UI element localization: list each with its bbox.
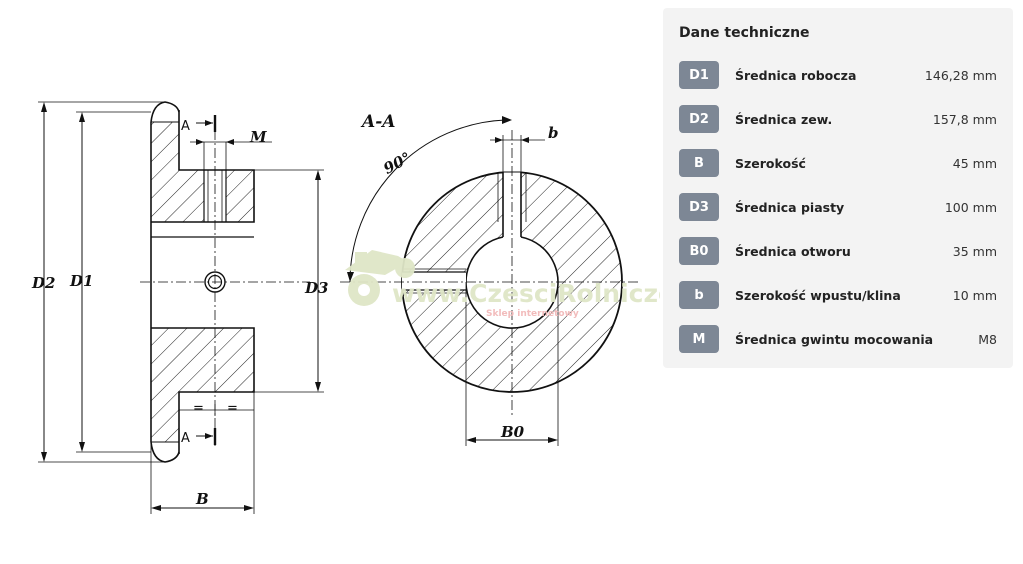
spec-row-b: B Szerokość 45 mm	[679, 141, 997, 185]
section-title: A-A	[360, 112, 395, 132]
label-d2: D2	[31, 274, 55, 292]
spec-name: Szerokość wpustu/klina	[735, 287, 901, 303]
watermark-text: www.CzesciRolnicze.pl	[392, 279, 660, 308]
spec-name: Średnica gwintu mocowania	[735, 331, 934, 347]
section-view: A-A 90° b B0	[340, 112, 640, 446]
spec-row-m: M Średnica gwintu mocowania M8	[679, 317, 997, 361]
side-view: D2 D1 D3 B M A A = =	[31, 101, 328, 514]
watermark-subtext: Sklep internetowy	[486, 309, 579, 319]
panel-title: Dane techniczne	[679, 25, 810, 41]
spec-value: 45 mm	[952, 155, 997, 171]
spec-row-d3: D3 Średnica piasty 100 mm	[679, 185, 997, 229]
spec-value: 146,28 mm	[924, 67, 997, 83]
section-mark-top: A	[181, 119, 190, 134]
sprocket-drawing-svg: D2 D1 D3 B M A A = =	[31, 101, 660, 514]
section-mark-bottom: A	[181, 431, 190, 446]
spec-code-badge: M	[679, 325, 719, 353]
technical-data-panel: Dane techniczne D1 Średnica robocza 146,…	[663, 8, 1013, 368]
spec-code-badge: B	[679, 149, 719, 177]
spec-name: Średnica robocza	[735, 67, 857, 83]
spec-code-badge: D2	[679, 105, 719, 133]
spec-code-badge: B0	[679, 237, 719, 265]
spec-value: 10 mm	[952, 287, 997, 303]
label-b: B	[195, 490, 209, 508]
label-d1: D1	[69, 272, 93, 290]
spec-value: 100 mm	[944, 199, 997, 215]
spec-row-b0: B0 Średnica otworu 35 mm	[679, 229, 997, 273]
spec-name: Średnica zew.	[735, 111, 833, 127]
watermark: www.CzesciRolnicze.pl Sklep internetowy	[345, 250, 660, 319]
tractor-logo-icon	[345, 250, 415, 306]
spec-value: 157,8 mm	[932, 111, 997, 127]
label-d3: D3	[304, 279, 328, 297]
label-bore: B0	[500, 423, 525, 441]
equal-mark-right: =	[227, 401, 238, 416]
spec-name: Średnica piasty	[735, 199, 845, 215]
spec-row-d2: D2 Średnica zew. 157,8 mm	[679, 97, 997, 141]
spec-row-keyway: b Szerokość wpustu/klina 10 mm	[679, 273, 997, 317]
spec-value: M8	[978, 331, 997, 347]
spec-code-badge: b	[679, 281, 719, 309]
spec-name: Szerokość	[735, 155, 806, 171]
label-keyway: b	[548, 124, 559, 142]
label-m: M	[249, 128, 267, 146]
spec-code-badge: D3	[679, 193, 719, 221]
spec-row-d1: D1 Średnica robocza 146,28 mm	[679, 53, 997, 97]
label-angle: 90°	[380, 149, 414, 178]
spec-name: Średnica otworu	[735, 243, 851, 259]
spec-value: 35 mm	[952, 243, 997, 259]
equal-mark-left: =	[193, 401, 204, 416]
spec-code-badge: D1	[679, 61, 719, 89]
technical-drawing: D2 D1 D3 B M A A = =	[31, 101, 660, 514]
